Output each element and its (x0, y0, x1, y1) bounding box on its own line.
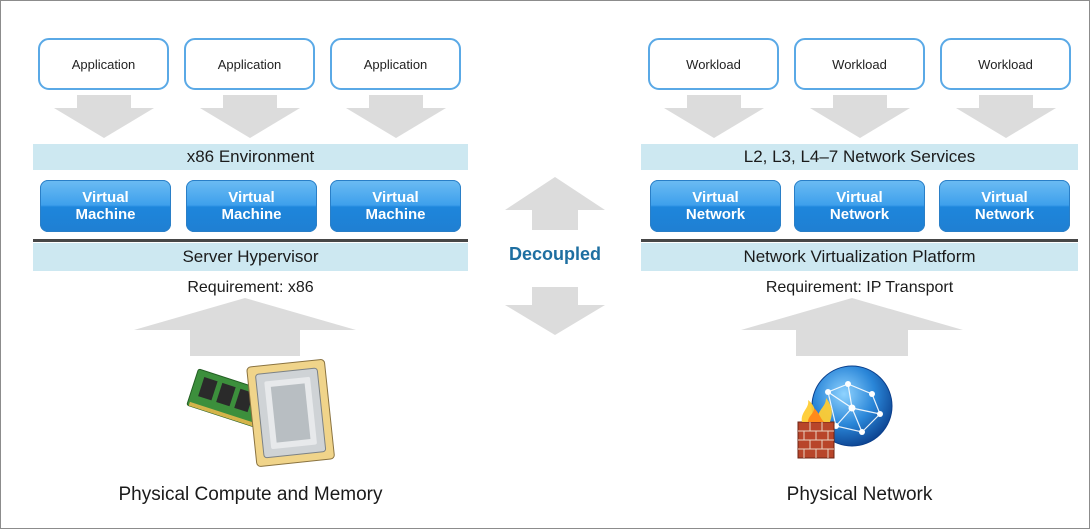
workload-box-2: Workload (794, 38, 925, 90)
band-label: Network Virtualization Platform (743, 247, 976, 266)
divider-line (33, 239, 468, 242)
caption-text: Physical Network (786, 484, 933, 505)
server-hypervisor-band: Server Hypervisor (33, 243, 468, 271)
application-box-3: Application (330, 38, 461, 90)
x86-environment-band: x86 Environment (33, 144, 468, 170)
vm-label-line1: Virtual (228, 189, 275, 206)
application-label: Application (217, 56, 282, 72)
network-globe-icon (797, 365, 893, 459)
caption-text: Physical Compute and Memory (118, 484, 383, 505)
vm-label-line1: Virtual (82, 189, 129, 206)
up-arrow-icon (134, 298, 356, 356)
vm-label-line2: Machine (75, 206, 136, 223)
workload-box-1: Workload (648, 38, 779, 90)
down-arrow-icon (505, 287, 605, 335)
band-label: Server Hypervisor (182, 247, 319, 266)
vm-label-line2: Machine (365, 206, 426, 223)
caption-left: Physical Compute and Memory (33, 484, 468, 506)
vnet-label-line1: Virtual (692, 189, 739, 206)
down-arrow-icon (810, 95, 910, 138)
vnet-label-line2: Network (685, 206, 746, 223)
requirement-right: Requirement: IP Transport (641, 279, 1078, 297)
up-arrow-icon (741, 298, 963, 356)
workload-label: Workload (686, 56, 741, 72)
firewall-icon (797, 398, 835, 459)
decoupled-text: Decoupled (508, 244, 601, 264)
caption-right: Physical Network (641, 484, 1078, 506)
down-arrow-icon (346, 95, 446, 138)
down-arrow-icon (54, 95, 154, 138)
down-arrow-icon (200, 95, 300, 138)
band-label: x86 Environment (186, 147, 315, 166)
band-label: L2, L3, L4–7 Network Services (743, 147, 976, 166)
compute-memory-icon (186, 359, 335, 467)
vnet-label-line1: Virtual (836, 189, 883, 206)
decoupled-label: Decoupled (490, 244, 620, 265)
divider-line (641, 239, 1078, 242)
workload-label: Workload (832, 56, 887, 72)
network-services-band: L2, L3, L4–7 Network Services (641, 144, 1078, 170)
workload-label: Workload (978, 56, 1033, 72)
requirement-text: Requirement: IP Transport (765, 279, 954, 296)
application-label: Application (363, 56, 428, 72)
application-box-1: Application (38, 38, 169, 90)
down-arrow-icon (664, 95, 764, 138)
vnet-label-line1: Virtual (981, 189, 1028, 206)
vnet-label-line2: Network (974, 206, 1035, 223)
vm-label-line2: Machine (221, 206, 282, 223)
application-box-2: Application (184, 38, 315, 90)
application-label: Application (71, 56, 136, 72)
network-virtualization-band: Network Virtualization Platform (641, 243, 1078, 271)
requirement-text: Requirement: x86 (187, 279, 314, 296)
vnet-label-line2: Network (829, 206, 890, 223)
down-arrow-icon (956, 95, 1056, 138)
requirement-left: Requirement: x86 (33, 279, 468, 297)
workload-box-3: Workload (940, 38, 1071, 90)
up-arrow-icon (505, 177, 605, 230)
vm-label-line1: Virtual (372, 189, 419, 206)
